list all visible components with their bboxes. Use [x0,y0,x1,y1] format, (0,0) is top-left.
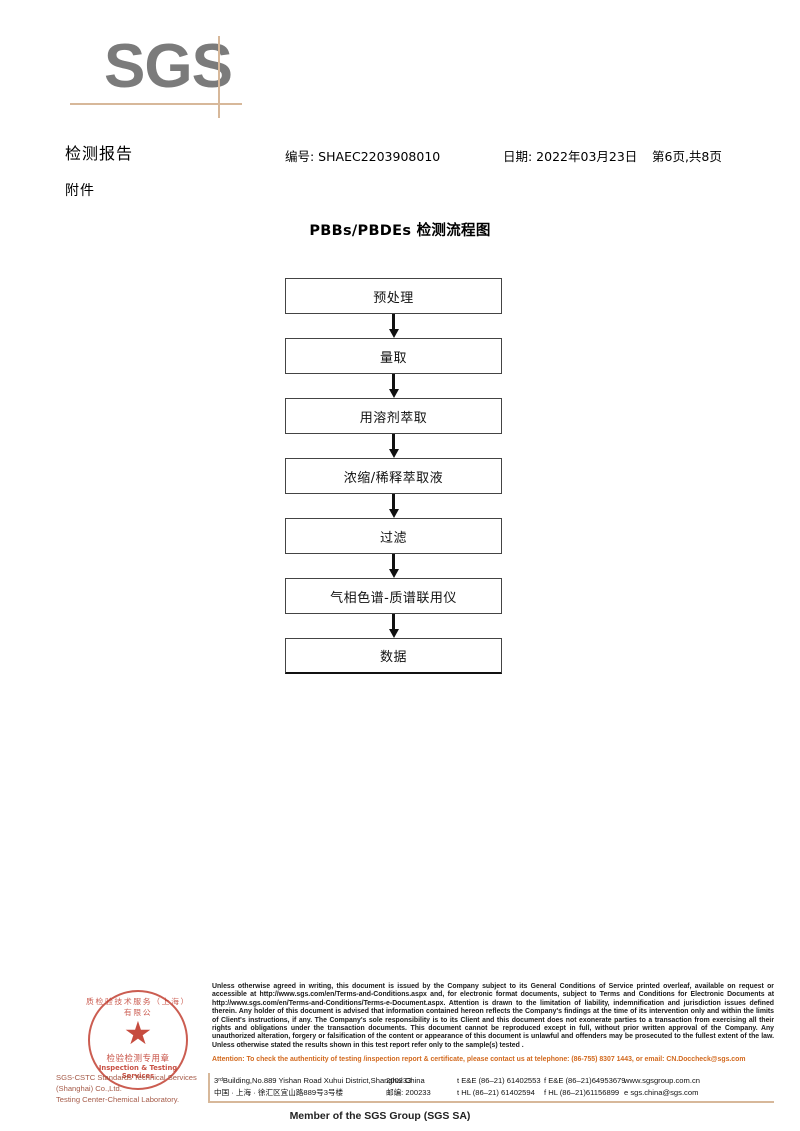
arrow-head [388,569,399,578]
flow-node: 数据 [285,638,502,674]
member-statement: Member of the SGS Group (SGS SA) [289,1110,471,1122]
flow-arrow-down-icon [285,494,502,518]
stamp-chinese-text: 检验检测专用章 [106,1054,170,1064]
report-date: 日期: 2022年03月23日 [503,149,638,164]
flow-node-label: 预处理 [373,290,414,306]
arrow-head [388,329,399,338]
arrow-head [388,389,399,398]
lab-center-line: Testing Center-Chemical Laboratory. [56,1095,180,1104]
page-indicator: 第6页,共8页 [652,149,722,164]
stamp-english-text: Inspection & Testing Services [98,1064,178,1080]
legal-terms-text: Unless otherwise agreed in writing, this… [212,983,774,1049]
address-vertical-rule [208,1073,210,1102]
sgs-logo-block: SGS [0,0,800,130]
fax-ee: f E&E (86–21)64953679 [544,1076,626,1085]
flow-node-label: 气相色谱-质谱联用仪 [330,590,457,606]
flow-node-label: 过滤 [379,530,407,546]
telephone-ee: t E&E (86–21) 61402553 [457,1076,541,1085]
lab-company-line: SGS-CSTC Standards Technical Services (S… [56,1073,197,1093]
flow-node: 过滤 [285,518,502,554]
flow-arrow-down-icon [285,554,502,578]
flow-arrow-down-icon [285,374,502,398]
arrow-shaft [392,494,395,511]
inspection-stamp-icon: 质检验技术服务（上海）有限公 ★ 检验检测专用章 Inspection & Te… [86,990,192,1094]
arrow-shaft [392,434,395,451]
stamp-ring [88,990,188,1090]
flow-node: 预处理 [285,278,502,314]
address-english: 3ʳᵈBuilding,No.889 Yishan Road Xuhui Dis… [214,1076,425,1085]
arrow-head [388,449,399,458]
arrow-shaft [392,614,395,631]
sgs-logo-wordmark: SGS [104,32,233,101]
flow-arrow-down-icon [285,614,502,638]
arrow-shaft [392,314,395,331]
website-link[interactable]: www.sgsgroup.com.cn [624,1076,700,1085]
flow-arrow-down-icon [285,434,502,458]
flow-node: 浓缩/稀释萃取液 [285,458,502,494]
stamp-company-arc-text: 质检验技术服务（上海）有限公 [86,997,190,1017]
arrow-shaft [392,374,395,391]
flow-node: 气相色谱-质谱联用仪 [285,578,502,614]
stamp-star-icon: ★ [123,1015,153,1051]
flowchart-title: PBBs/PBDEs 检测流程图 [309,223,491,239]
page-title: 检测报告 [65,144,134,163]
address-horizontal-rule [208,1101,774,1103]
fax-hl: f HL (86–21)61156899 [544,1088,620,1097]
flow-node-label: 数据 [379,650,407,665]
zip-chinese: 邮编: 200233 [386,1088,431,1097]
logo-vertical-rule [218,36,220,118]
laboratory-identification: SGS-CSTC Standards Technical Services (S… [56,1072,226,1105]
arrow-shaft [392,554,395,571]
zip-english: 200233 [386,1076,412,1085]
telephone-hl: t HL (86–21) 61402594 [457,1088,535,1097]
arrow-head [388,509,399,518]
page-subtitle-attachment: 附件 [65,183,95,199]
email-link[interactable]: e sgs.china@sgs.com [624,1088,699,1097]
flow-arrow-down-icon [285,314,502,338]
attention-notice: Attention: To check the authenticity of … [212,1056,746,1063]
arrow-head [388,629,399,638]
flow-node: 用溶剂萃取 [285,398,502,434]
flow-node-label: 用溶剂萃取 [359,410,428,426]
flow-node-label: 浓缩/稀释萃取液 [343,470,444,486]
report-number: 编号: SHAEC2203908010 [285,149,441,164]
logo-horizontal-rule [70,103,242,105]
flowchart: 预处理 量取 用溶剂萃取 浓缩/稀释萃取液 过滤 气相色谱-质谱联用仪 数据 [285,278,504,674]
address-chinese: 中国 · 上海 · 徐汇区宜山路889号3号楼 [214,1088,344,1097]
flow-node-label: 量取 [379,350,407,366]
flow-node: 量取 [285,338,502,374]
